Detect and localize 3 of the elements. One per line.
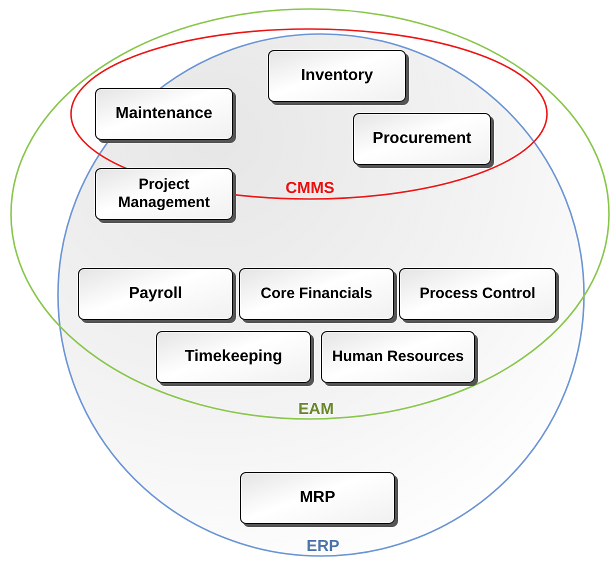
set-label: EAM — [298, 401, 334, 419]
set-label: CMMS — [286, 180, 334, 198]
set-label: ERP — [306, 538, 340, 556]
